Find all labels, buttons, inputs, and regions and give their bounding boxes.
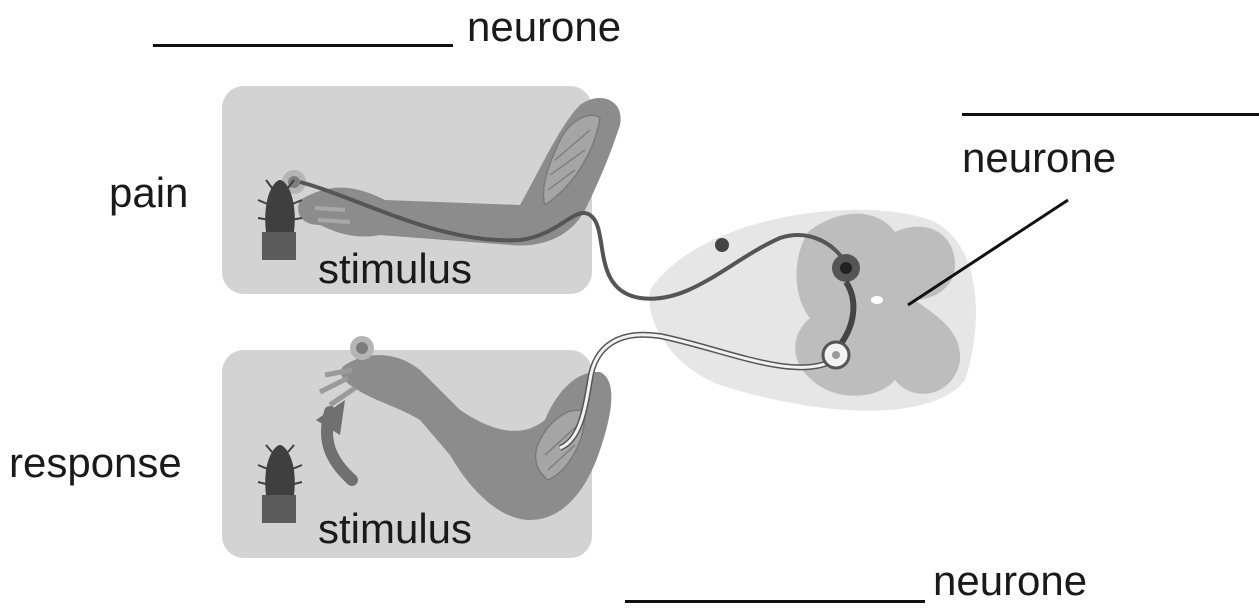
bottom-neurone-label: neurone (933, 560, 1087, 602)
blank-bottom-line[interactable] (625, 600, 925, 603)
central-canal (871, 296, 883, 304)
blank-top-line[interactable] (153, 44, 453, 47)
top-neurone-label: neurone (467, 6, 621, 48)
spinal-cord (650, 210, 976, 411)
pain-label: pain (109, 172, 188, 214)
stimulus-bottom-label: stimulus (318, 508, 472, 550)
response-label: response (9, 442, 182, 484)
sensory-cell-body (715, 238, 729, 252)
right-neurone-label: neurone (962, 137, 1116, 179)
stimulus-top-label: stimulus (318, 248, 472, 290)
blank-right-line[interactable] (962, 113, 1259, 116)
